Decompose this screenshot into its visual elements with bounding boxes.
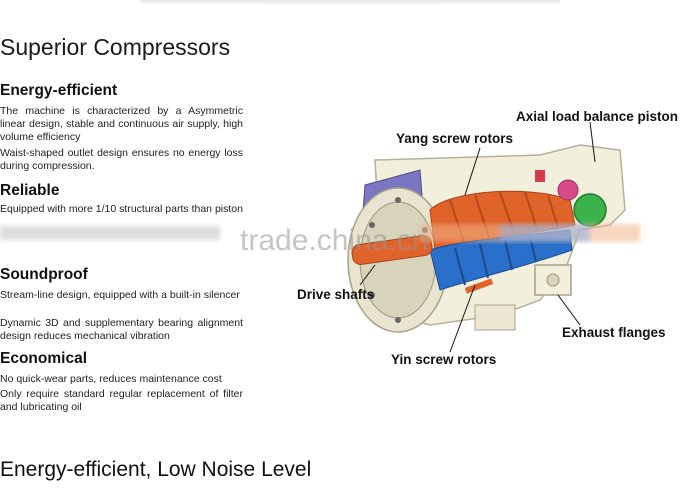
gear-pink bbox=[557, 179, 579, 201]
section-heading-economical: Economical bbox=[0, 350, 87, 367]
label-exhaust-flanges: Exhaust flanges bbox=[562, 325, 666, 340]
label-yang-screw-rotors: Yang screw rotors bbox=[396, 131, 514, 146]
gear-green bbox=[573, 193, 607, 227]
section-heading-reliable: Reliable bbox=[0, 182, 60, 199]
section-energy-paragraph-2: Waist-shaped outlet design ensures no en… bbox=[0, 147, 243, 172]
compressor-diagram bbox=[347, 121, 626, 353]
section-heading-energy: Energy-efficient bbox=[0, 82, 118, 99]
section-energy-paragraph-1: The machine is characterized by a Asymme… bbox=[0, 105, 243, 143]
page-title: Superior Compressors bbox=[0, 34, 231, 60]
drive-shaft bbox=[351, 235, 433, 265]
section-soundproof-paragraph-2: Dynamic 3D and supplementary bearing ali… bbox=[0, 317, 243, 342]
top-shadow bbox=[140, 0, 560, 6]
section-economical-paragraph-2: Only require standard regular replacemen… bbox=[0, 388, 243, 413]
section-economical-paragraph-1: No quick-wear parts, reduces maintenance… bbox=[0, 373, 222, 385]
label-axial-load-balance-piston: Axial load balance piston bbox=[516, 109, 679, 124]
watermark: trade.china.cn bbox=[240, 224, 429, 257]
section-heading-soundproof: Soundproof bbox=[0, 266, 88, 283]
label-drive-shafts: Drive shafts bbox=[297, 287, 375, 302]
section-soundproof-paragraph-1: Stream-line design, equipped with a buil… bbox=[0, 289, 240, 301]
label-yin-screw-rotors: Yin screw rotors bbox=[391, 352, 497, 367]
bottom-title: Energy-efficient, Low Noise Level bbox=[0, 458, 312, 481]
section-reliable-paragraph-1: Equipped with more 1/10 structural parts… bbox=[0, 203, 243, 215]
